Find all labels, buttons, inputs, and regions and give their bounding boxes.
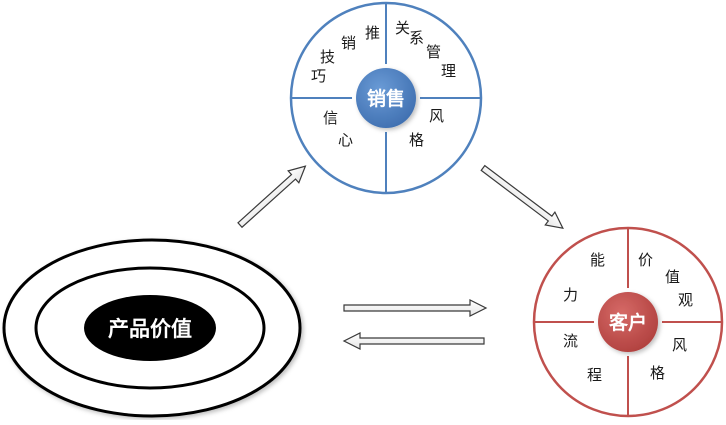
sales-segment-tl-char: 技 — [320, 48, 335, 66]
sales-segment-br-char: 格 — [409, 131, 424, 149]
sales-segment-tl-char: 推 — [365, 24, 380, 42]
sales-hub — [356, 68, 416, 128]
customer-segment-tr-char: 值 — [665, 268, 680, 286]
customer-segment-tl-char: 力 — [563, 286, 578, 304]
customer-segment-tr-char: 价 — [638, 251, 653, 269]
arrow-sales-to-customer — [480, 164, 564, 229]
sales-segment-tr-char: 管 — [426, 43, 441, 61]
sales-segment-tl-char: 巧 — [311, 67, 326, 85]
core-ellipse — [84, 295, 216, 361]
customer-segment-br-char: 风 — [672, 336, 687, 354]
customer-segment-bl-char: 流 — [563, 332, 578, 350]
sales-hub-label: 销售 — [367, 87, 405, 110]
sales-segment-br-char: 风 — [429, 107, 444, 125]
arrow-core-to-sales — [237, 165, 307, 229]
customer-wheel: 客户 能 力 价 值 观 流 程 风 格 — [532, 226, 724, 418]
sales-segment-tl-char: 销 — [341, 34, 356, 52]
product-value-core: 产品价值 — [2, 238, 302, 418]
sales-wheel: 销售 推 销 技 巧 关 系 管 理 信 心 风 格 — [289, 1, 483, 195]
customer-hub — [598, 292, 658, 352]
arrow-customer-to-core — [342, 332, 485, 350]
customer-hub-label: 客户 — [609, 311, 647, 334]
arrow-core-to-customer — [343, 299, 488, 317]
sales-segment-bl-char: 信 — [323, 109, 338, 127]
customer-segment-tr-char: 观 — [678, 291, 693, 309]
customer-segment-bl-char: 程 — [587, 366, 602, 384]
core-label: 产品价值 — [108, 317, 192, 341]
sales-segment-tr-char: 关 — [395, 19, 410, 37]
customer-segment-tl-char: 能 — [590, 251, 605, 269]
customer-segment-br-char: 格 — [650, 364, 665, 382]
sales-segment-tr-char: 系 — [409, 29, 424, 47]
sales-segment-bl-char: 心 — [338, 131, 353, 149]
sales-segment-tr-char: 理 — [441, 62, 456, 80]
